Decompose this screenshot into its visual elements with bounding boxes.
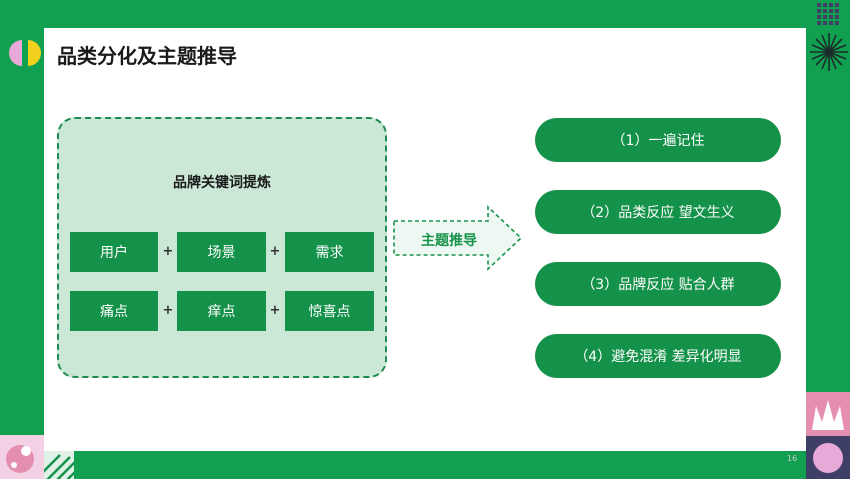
keyword-chip-surprise-point: 惊喜点	[285, 291, 374, 331]
page-title: 品类分化及主题推导	[57, 40, 237, 69]
plus-sign: +	[267, 303, 283, 318]
keyword-chip-user: 用户	[70, 232, 158, 272]
keyword-chip-pain-point: 痛点	[70, 291, 158, 331]
page-number: 16	[787, 454, 797, 463]
decorative-bubble-block-icon	[0, 435, 44, 479]
plus-sign: +	[267, 244, 283, 259]
keyword-chip-itch-point: 痒点	[177, 291, 266, 331]
decorative-half-circles-icon	[6, 38, 42, 68]
theme-pill-2: （2）品类反应 望文生义	[535, 190, 781, 234]
decorative-stripes-icon	[44, 451, 74, 479]
keyword-chip-need: 需求	[285, 232, 374, 272]
decorative-dot-grid-icon	[817, 3, 843, 29]
decorative-circle-block-icon	[806, 436, 850, 479]
plus-sign: +	[160, 244, 176, 259]
theme-pill-1: （1）一遍记住	[535, 118, 781, 162]
decorative-starburst-icon	[808, 28, 850, 76]
keyword-chip-scene: 场景	[177, 232, 266, 272]
theme-pill-4: （4）避免混淆 差异化明显	[535, 334, 781, 378]
keyword-panel-title: 品牌关键词提炼	[57, 172, 387, 192]
arrow-label: 主题推导	[400, 230, 498, 250]
bottom-bar	[44, 451, 806, 479]
decorative-crown-block-icon	[806, 392, 850, 436]
theme-pill-3: （3）品牌反应 贴合人群	[535, 262, 781, 306]
plus-sign: +	[160, 303, 176, 318]
